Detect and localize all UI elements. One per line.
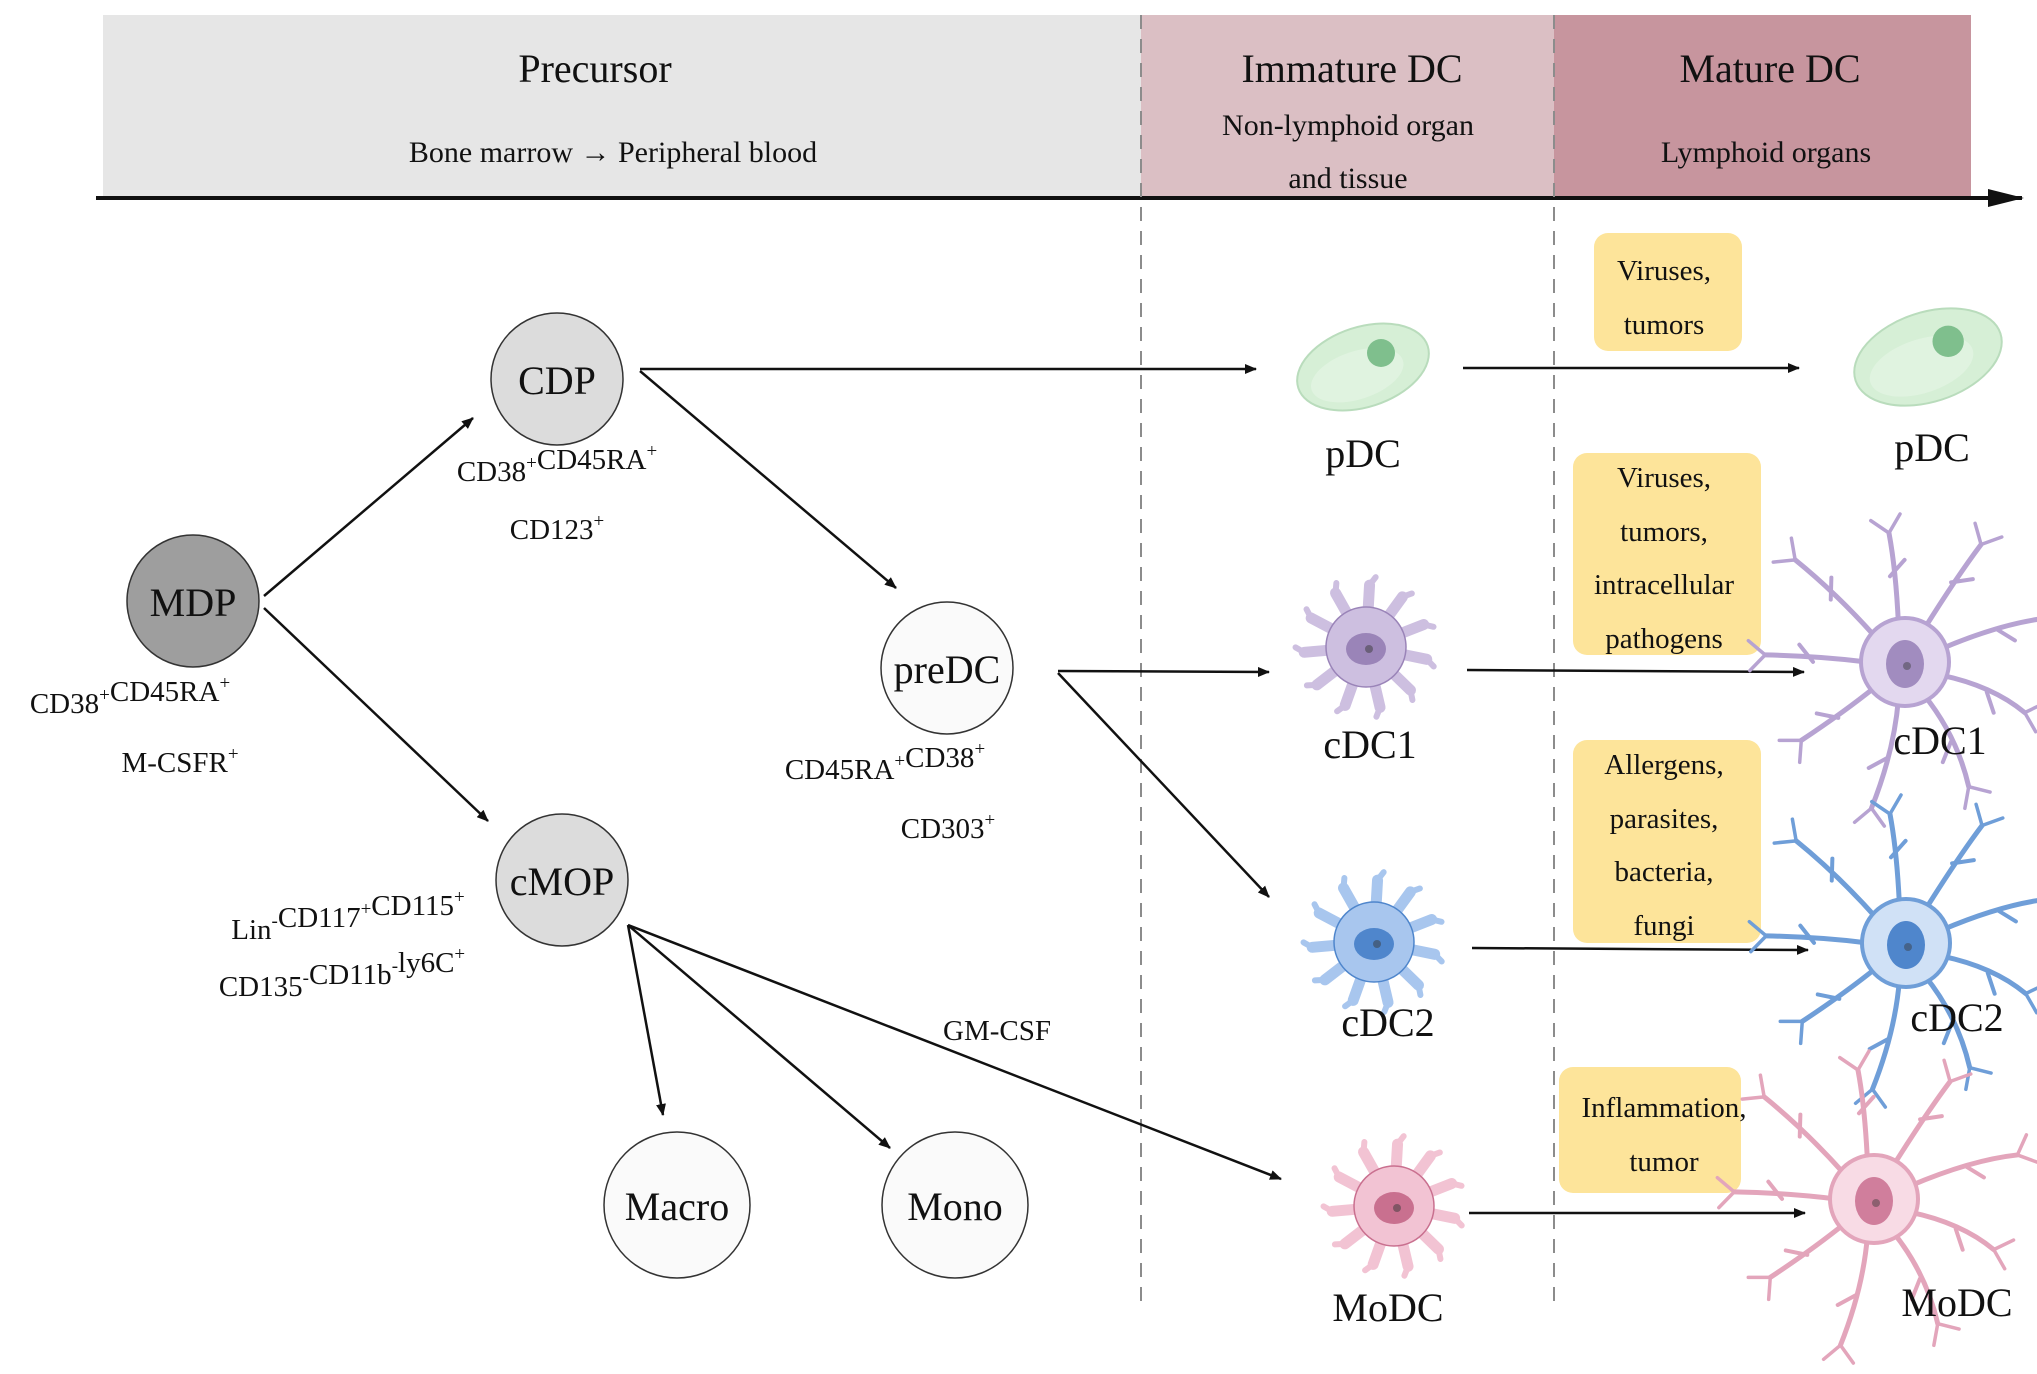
immature-dc-phase-subtitle-line-1: Non-lymphoid organ <box>1222 109 1474 142</box>
arrow-cdc1-maturation <box>1467 670 1804 672</box>
stimulus-box-pdc: Viruses, tumors <box>1594 233 1742 351</box>
immature-cdc2-label: cDC2 <box>1341 1000 1434 1045</box>
immature-cdc1-label: cDC1 <box>1323 722 1416 767</box>
mono-node: Mono <box>882 1132 1028 1278</box>
mdp-marker-line-1: CD38+CD45RA+ <box>30 673 230 720</box>
stimulus-cdc2-line-2: parasites, <box>1610 803 1719 835</box>
phase-header: Precursor Bone marrow → Peripheral blood… <box>96 15 2022 198</box>
stimulus-box-cdc2: Allergens, parasites, bacteria, fungi <box>1573 740 1761 943</box>
mature-pdc-label: pDC <box>1894 425 1970 470</box>
cdp-label: CDP <box>518 358 596 403</box>
predc-label: preDC <box>894 647 1001 692</box>
mdp-label: MDP <box>150 580 237 625</box>
mature-cdc2-label: cDC2 <box>1910 995 2003 1040</box>
mature-dc-phase-band <box>1554 15 1971 198</box>
precursor-phase-subtitle: Bone marrow → Peripheral blood <box>409 136 817 169</box>
stimulus-boxes: Viruses, tumors Viruses, tumors, intrace… <box>1559 233 1761 1193</box>
immature-dc-cells: pDC cDC1 cDC2 MoDC <box>1286 308 1462 1330</box>
predc-node: preDC <box>881 602 1013 734</box>
cdp-marker-line-2: CD123+ <box>510 511 605 546</box>
arrow-predc-to-cdc2 <box>1058 673 1269 897</box>
mono-label: Mono <box>907 1184 1003 1229</box>
cmop-node: cMOP <box>496 814 628 946</box>
mature-modc-label: MoDC <box>1901 1280 2012 1325</box>
precursor-phase-band <box>103 15 1141 198</box>
arrow-mdp-to-cdp <box>264 418 473 596</box>
arrow-cdc2-maturation <box>1472 948 1808 950</box>
stimulus-pdc-line-2: tumors <box>1624 309 1705 341</box>
stimulus-cdc1-line-3: intracellular <box>1594 569 1734 601</box>
mature-pdc-cell-icon <box>1842 291 2015 423</box>
immature-dc-phase-subtitle-line-2: and tissue <box>1288 162 1407 195</box>
macro-label: Macro <box>625 1184 729 1229</box>
arrow-mdp-to-cmop <box>264 608 488 821</box>
cdp-marker-line-1: CD38+CD45RA+ <box>457 441 657 488</box>
mature-cdc1-label: cDC1 <box>1893 718 1986 763</box>
gm-csf-label: GM-CSF <box>943 1015 1051 1047</box>
stimulus-modc-line-1: Inflammation, <box>1581 1092 1746 1124</box>
arrow-predc-to-cdc1 <box>1058 671 1269 672</box>
cmop-label: cMOP <box>510 859 614 904</box>
immature-dc-phase-title: Immature DC <box>1241 46 1462 91</box>
immature-cdc1-cell-icon <box>1296 577 1434 717</box>
mature-dc-phase-title: Mature DC <box>1679 46 1860 91</box>
arrow-cdp-to-predc <box>640 371 896 588</box>
stimulus-cdc2-line-4: fungi <box>1633 910 1694 942</box>
mdp-marker-line-2: M-CSFR+ <box>121 744 238 779</box>
stimulus-box-cdc1: Viruses, tumors, intracellular pathogens <box>1573 453 1761 655</box>
arrow-cmop-to-macro <box>628 925 663 1115</box>
stimulus-cdc1-line-4: pathogens <box>1605 623 1723 655</box>
immature-modc-cell-icon <box>1324 1136 1462 1276</box>
predc-marker-line-1: CD45RA+CD38+ <box>785 739 985 786</box>
cmop-marker-line-2: CD135-CD11b-ly6C+ <box>219 944 465 1003</box>
stimulus-cdc2-line-1: Allergens, <box>1604 749 1723 781</box>
immature-cdc2-cell-icon <box>1304 872 1442 1012</box>
mature-dc-phase-subtitle: Lymphoid organs <box>1661 136 1871 169</box>
mature-cdc1-cell-icon <box>1748 514 2037 826</box>
macro-node: Macro <box>604 1132 750 1278</box>
stimulus-box-modc: Inflammation, tumor <box>1559 1067 1747 1193</box>
stimulus-pdc-line-1: Viruses, <box>1617 255 1711 287</box>
predc-marker-line-2: CD303+ <box>901 810 996 845</box>
arrow-cmop-to-mono <box>628 925 890 1148</box>
stimulus-cdc1-line-1: Viruses, <box>1617 462 1711 494</box>
cmop-marker-line-1: Lin-CD117+CD115+ <box>231 887 464 946</box>
immature-pdc-cell-icon <box>1286 308 1440 426</box>
stimulus-modc-line-2: tumor <box>1629 1146 1699 1178</box>
stimulus-cdc2-line-3: bacteria, <box>1614 856 1713 888</box>
stimulus-cdc1-line-2: tumors, <box>1620 516 1708 548</box>
immature-modc-label: MoDC <box>1332 1285 1443 1330</box>
immature-pdc-label: pDC <box>1325 431 1401 476</box>
precursor-phase-title: Precursor <box>518 46 671 91</box>
cdp-node: CDP <box>491 313 623 445</box>
mdp-node: MDP <box>127 535 259 667</box>
mature-dc-cells: pDC cDC1 cDC2 MoDC <box>1717 291 2037 1363</box>
